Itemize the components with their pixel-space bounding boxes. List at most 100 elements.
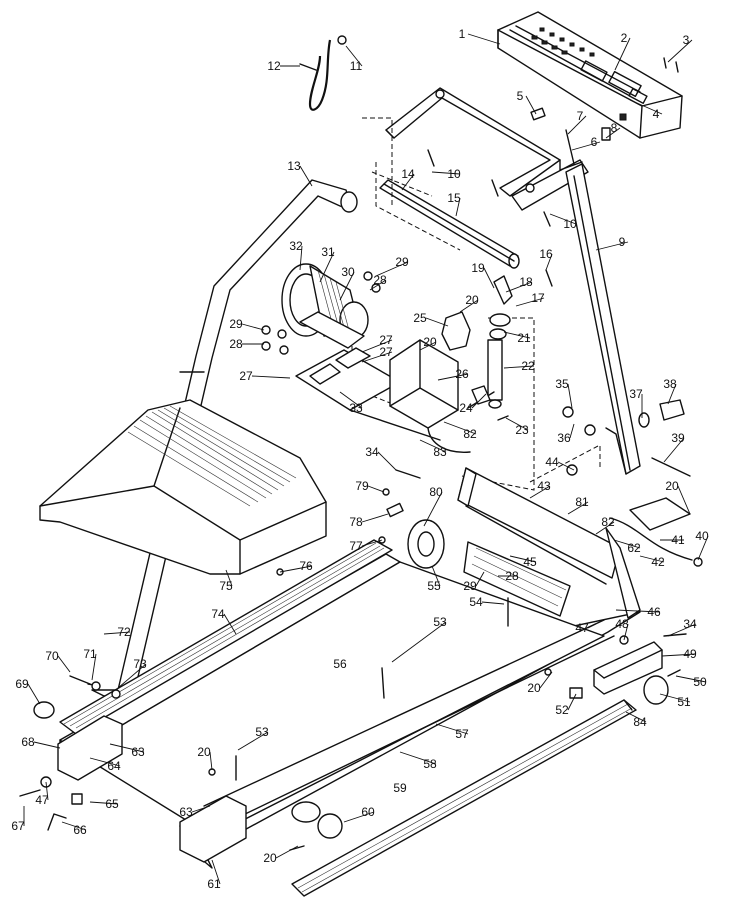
part-number-54: 54 <box>469 595 483 609</box>
leader-line-48 <box>623 623 629 641</box>
part-number-10a: 10 <box>447 167 461 181</box>
part-number-23: 23 <box>515 423 529 437</box>
side-rail-right <box>291 699 637 897</box>
lower-crossbar <box>379 179 520 269</box>
part-number-47a: 47 <box>575 621 589 635</box>
leader-line-84 <box>625 711 647 723</box>
part-number-82b: 82 <box>601 515 615 529</box>
part-number-82a: 82 <box>463 427 477 441</box>
part-number-1: 1 <box>459 27 466 41</box>
leader-line-49 <box>661 653 697 657</box>
leader-line-38 <box>667 383 677 405</box>
part-number-49: 49 <box>683 647 697 661</box>
part-number-80: 80 <box>429 485 443 499</box>
motor-controller-bracket <box>389 311 471 453</box>
part-number-29a: 29 <box>395 255 409 269</box>
part-number-22: 22 <box>521 359 535 373</box>
leader-line-32 <box>299 245 303 271</box>
part-number-79: 79 <box>355 479 369 493</box>
part-number-77: 77 <box>349 539 363 553</box>
leader-line-76 <box>279 565 313 573</box>
leader-line-75 <box>225 569 233 587</box>
leader-line-47a <box>587 623 597 629</box>
upright-frame <box>385 87 589 211</box>
part-number-64: 64 <box>107 759 121 773</box>
part-number-14: 14 <box>401 167 415 181</box>
part-number-76: 76 <box>299 559 313 573</box>
leader-line-34b <box>667 623 697 637</box>
leader-line-31 <box>319 251 335 283</box>
leader-line-63a <box>109 743 145 753</box>
running-deck <box>75 561 615 837</box>
upright-post <box>565 163 641 475</box>
leader-line-11 <box>345 45 363 67</box>
leader-line-18 <box>505 281 533 293</box>
leader-line-20d <box>539 671 553 689</box>
leader-line-19 <box>483 267 495 289</box>
part-number-63a: 63 <box>131 745 145 759</box>
part-number-55: 55 <box>427 579 441 593</box>
part-number-8: 8 <box>611 121 618 135</box>
leader-line-20f <box>275 845 299 859</box>
leader-line-13 <box>299 165 313 187</box>
leader-line-58 <box>399 751 437 765</box>
leader-line-55 <box>431 565 441 587</box>
leader-line-34a <box>377 451 397 471</box>
part-number-41: 41 <box>671 533 685 547</box>
leader-line-28a <box>369 279 387 291</box>
leader-line-33 <box>339 391 363 409</box>
leader-line-30 <box>339 271 355 301</box>
leader-line-7 <box>567 115 587 135</box>
leader-line-82b <box>595 521 615 535</box>
leader-line-81 <box>567 501 589 515</box>
leader-line-5 <box>525 95 537 115</box>
part-number-53b: 53 <box>255 725 269 739</box>
leader-line-54 <box>481 601 505 605</box>
leader-line-20c <box>677 485 691 515</box>
part-number-73: 73 <box>133 657 147 671</box>
part-number-38: 38 <box>663 377 677 391</box>
part-number-20e: 20 <box>197 745 211 759</box>
leader-line-40 <box>697 535 709 561</box>
leader-line-25 <box>425 317 449 327</box>
part-number-46: 46 <box>647 605 661 619</box>
leader-line-42 <box>639 555 665 563</box>
leader-line-35 <box>567 383 573 409</box>
leader-line-39 <box>663 437 685 463</box>
part-number-65: 65 <box>105 797 119 811</box>
part-number-45: 45 <box>523 555 537 569</box>
leader-line-10b <box>549 213 577 225</box>
part-number-28a: 28 <box>373 273 387 287</box>
leader-line-20e <box>209 751 213 771</box>
leader-line-4 <box>629 99 663 115</box>
part-number-68: 68 <box>21 735 35 749</box>
console-screws <box>663 57 679 73</box>
leader-line-27b <box>361 351 393 363</box>
leader-line-20b <box>419 341 437 351</box>
part-number-19: 19 <box>471 261 485 275</box>
leader-line-36 <box>569 423 575 439</box>
handrail <box>91 179 358 697</box>
rear-roller-housing <box>593 641 669 705</box>
leader-line-14 <box>401 173 415 191</box>
part-number-15: 15 <box>447 191 461 205</box>
leader-line-73 <box>117 663 147 689</box>
part-number-33: 33 <box>349 401 363 415</box>
leader-line-24 <box>471 393 487 409</box>
leader-line-79 <box>367 485 385 493</box>
leader-line-53b <box>237 731 269 751</box>
part-number-84: 84 <box>633 715 647 729</box>
part-number-44: 44 <box>545 455 559 469</box>
leader-line-21 <box>503 331 531 339</box>
part-number-50: 50 <box>693 675 707 689</box>
part-number-69: 69 <box>15 677 29 691</box>
part-number-52: 52 <box>555 703 569 717</box>
part-number-67: 67 <box>11 819 25 833</box>
leader-line-6 <box>571 141 601 151</box>
leader-line-2 <box>614 37 631 71</box>
part-number-2: 2 <box>621 31 628 45</box>
part-number-31: 31 <box>321 245 335 259</box>
part-number-81: 81 <box>575 495 589 509</box>
part-number-34b: 34 <box>683 617 697 631</box>
